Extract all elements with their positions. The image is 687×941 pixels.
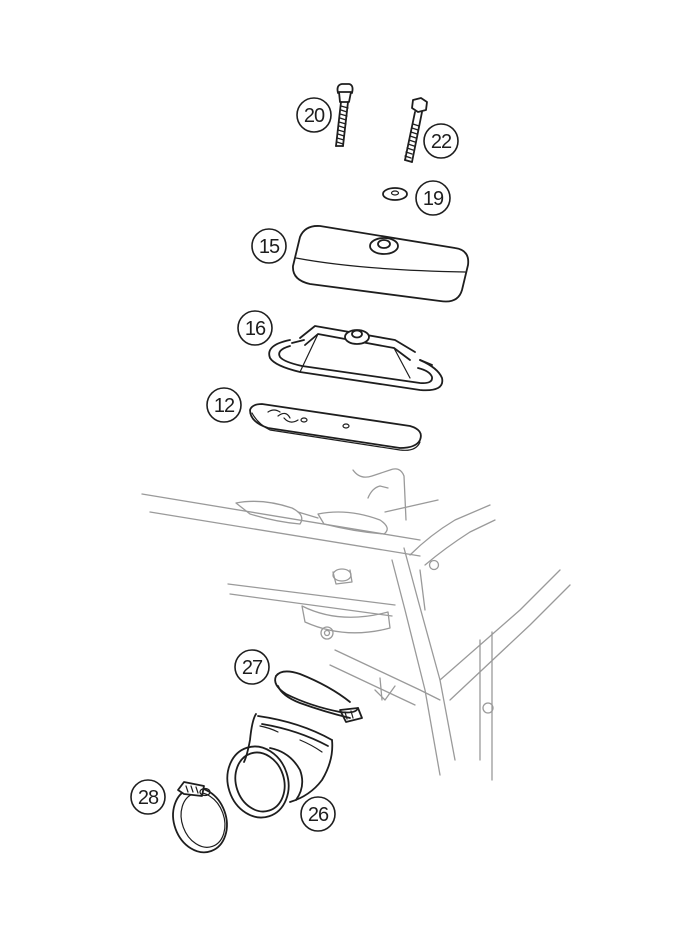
callout-22: 22: [423, 123, 459, 159]
callout-15: 15: [251, 228, 287, 264]
callout-26: 26: [300, 796, 336, 832]
hose-clamp-small-part-28: [172, 781, 228, 854]
intake-boot-part-26: [226, 713, 334, 819]
air-filter-foam-part-15: [292, 225, 470, 303]
svg-text:12: 12: [214, 395, 235, 417]
filter-base-plate-part-12: [249, 403, 422, 451]
callout-27: 27: [234, 649, 270, 685]
washer-part-19: [382, 187, 408, 201]
callout-20: 20: [296, 97, 332, 133]
svg-text:20: 20: [304, 105, 325, 127]
svg-text:16: 16: [245, 318, 266, 340]
filter-cage-part-16: [268, 325, 444, 392]
svg-text:22: 22: [431, 131, 452, 153]
callout-16: 16: [237, 310, 273, 346]
hex-bolt-part-22: [404, 97, 428, 163]
motorcycle-frame: [141, 468, 571, 781]
callout-28: 28: [130, 779, 166, 815]
svg-text:15: 15: [259, 236, 280, 258]
callout-12: 12: [206, 387, 242, 423]
svg-text:27: 27: [242, 657, 263, 679]
svg-text:19: 19: [423, 188, 444, 210]
hose-clamp-part-27: [274, 670, 363, 723]
wing-bolt-part-20: [335, 83, 354, 147]
svg-text:26: 26: [308, 804, 329, 826]
callout-19: 19: [415, 180, 451, 216]
svg-text:28: 28: [138, 787, 159, 809]
